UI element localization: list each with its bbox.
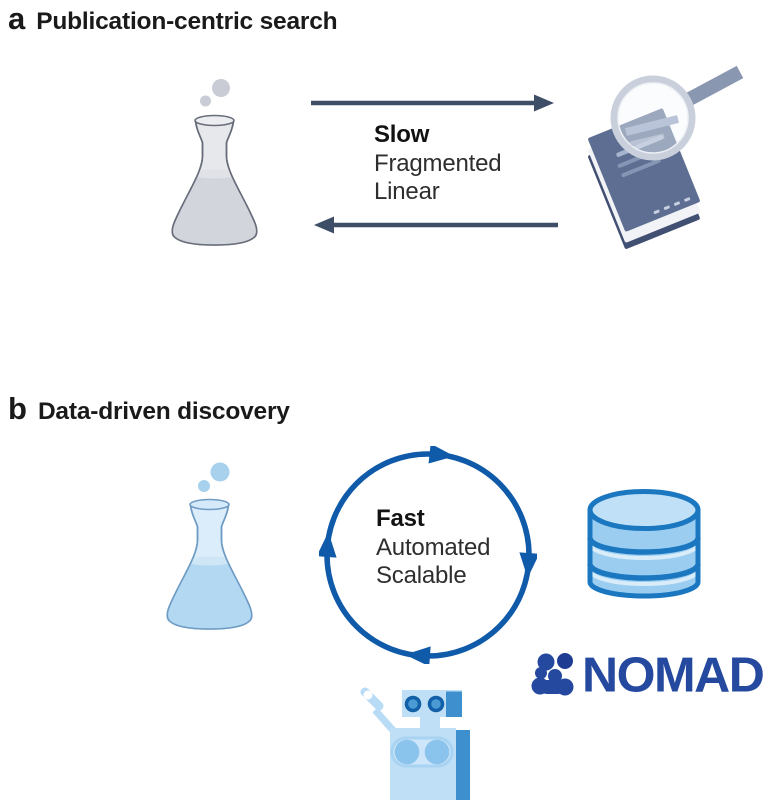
- keyword-automated: Automated: [376, 533, 491, 561]
- keyword-fragmented: Fragmented: [374, 149, 502, 177]
- bubble: [198, 480, 210, 492]
- nomad-logo-text: NOMAD: [582, 647, 765, 703]
- panel-a-label: a: [8, 1, 26, 36]
- keyword-slow: Slow: [374, 121, 430, 148]
- publication-magnifier-icon: [588, 65, 744, 249]
- flask-icon: [166, 462, 253, 630]
- panel-b-keywords: Fast Automated Scalable: [376, 505, 490, 591]
- nomad-logo-mark: [531, 653, 574, 696]
- bubble: [200, 95, 211, 107]
- keyword-scalable: Scalable: [376, 562, 467, 589]
- arrow-left-icon: [314, 216, 558, 234]
- panel-b-title: Data-driven discovery: [37, 398, 290, 425]
- panel-b-heading: b Data-driven discovery: [8, 391, 290, 427]
- cycle-arrows-icon: [319, 446, 537, 664]
- linear-arrows: [311, 94, 558, 234]
- panel-a-keywords: Slow Fragmented Linear: [374, 121, 502, 207]
- panel-a-title: Publication-centric search: [36, 8, 338, 35]
- arrow-right-icon: [311, 94, 554, 112]
- bubble: [210, 462, 230, 482]
- bubble: [212, 79, 230, 97]
- keyword-fast: Fast: [376, 505, 425, 532]
- magnifier: [610, 65, 744, 161]
- flask-icon: [171, 79, 258, 246]
- database-icon: [587, 489, 701, 599]
- robot-icon: [360, 687, 470, 800]
- panel-b-label: b: [8, 391, 27, 426]
- nomad-logo: NOMAD: [531, 646, 765, 704]
- keyword-linear: Linear: [374, 178, 440, 205]
- panel-a-heading: a Publication-centric search: [8, 1, 338, 37]
